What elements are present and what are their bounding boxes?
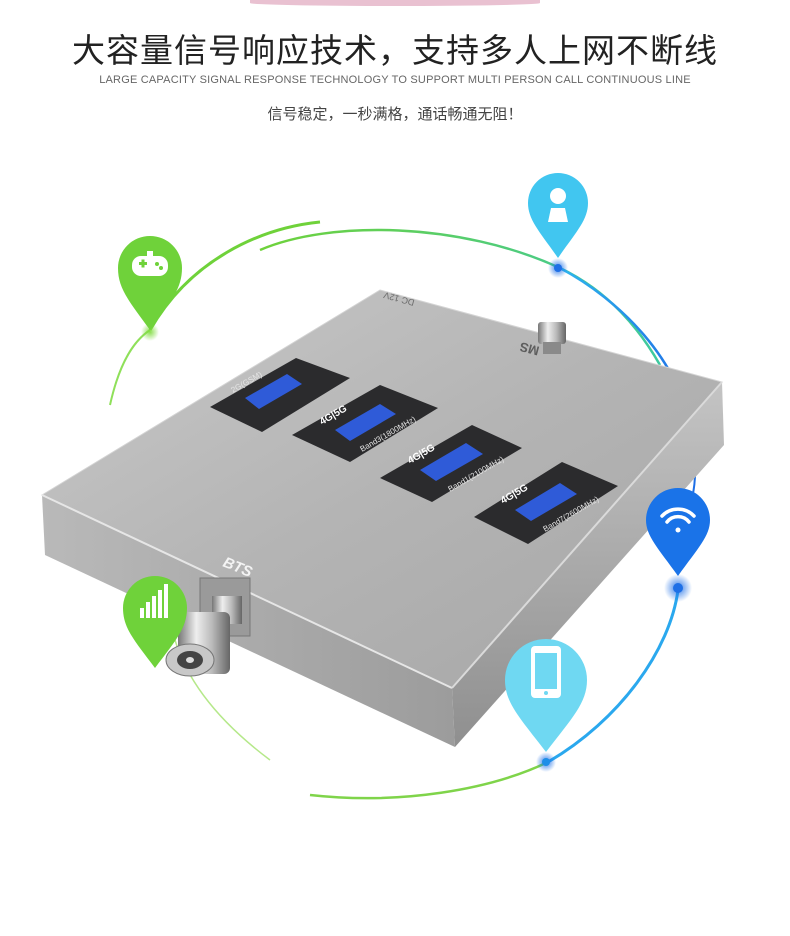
user-icon [548,188,568,222]
ms-port-label: MS [518,339,541,359]
signal-bars-pin [123,576,187,668]
user-pin [528,173,588,278]
signal-bars-icon [140,584,168,618]
wifi-pin [646,488,710,602]
top-accent-bar [250,0,540,6]
page-title: 大容量信号响应技术，支持多人上网不断线 [72,31,718,70]
smartphone-icon [531,646,561,698]
page-subtitle: LARGE CAPACITY SIGNAL RESPONSE TECHNOLOG… [99,74,691,86]
smartphone-pin [505,639,587,772]
wifi-icon [660,507,696,533]
bts-connector [165,577,251,677]
ms-connector [538,322,566,354]
gamepad-icon [132,251,168,276]
repeater-device: DC 12V MS BTS 2G(GSM) 4G|5G Band3(1800MH… [40,289,724,747]
page-tagline: 信号稳定，一秒满格，通话畅通无阻！ [267,105,523,123]
gamepad-pin [118,236,182,341]
